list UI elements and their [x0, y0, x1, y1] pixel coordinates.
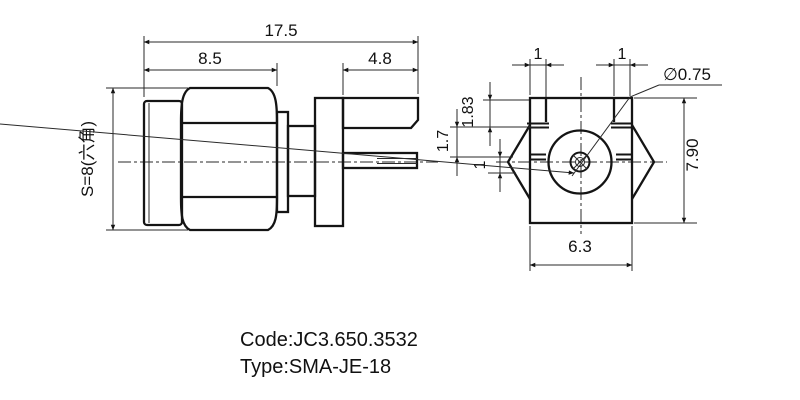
dim-label-leg-length: 4.8: [368, 49, 392, 68]
dim-label-slot-gap: 1.7: [435, 130, 452, 152]
end-view: 1 1 ∅0.75 1.83 1.7 1: [0, 46, 722, 271]
interface-circle: [547, 129, 613, 195]
hex-nut: [179, 86, 279, 232]
pin-inner-circle: [575, 157, 585, 167]
dim-label-right-tab: 1: [618, 46, 627, 63]
dim-label-body-height: 7.90: [683, 138, 702, 171]
dim-label-hex-size: S=8(六角): [78, 121, 97, 197]
dim-label-body-width: 6.3: [568, 237, 592, 256]
hex-point-left: [506, 124, 531, 200]
neck-section: [286, 124, 317, 198]
center-pin: [341, 151, 419, 170]
part-type: Type:SMA-JE-18: [240, 356, 391, 378]
dim-label-left-tab: 1: [534, 46, 543, 63]
pin-outer-circle: [569, 151, 591, 173]
leader-line: [571, 84, 660, 177]
dim-label-overall-length: 17.5: [264, 21, 297, 40]
side-view: 17.5 8.5 4.8 S=8(六角): [78, 21, 438, 232]
dim-label-pin-diameter: ∅0.75: [663, 65, 711, 84]
interface-barrel: [142, 99, 184, 227]
dim-label-tab-depth: 1.83: [460, 96, 477, 127]
pin-cross-line: [572, 154, 588, 170]
hex-point-right: [631, 124, 656, 200]
part-code: Code:JC3.650.3532: [240, 329, 418, 351]
ground-leg: [341, 96, 420, 130]
dim-label-body-length: 8.5: [198, 49, 222, 68]
dim-label-slot-width: 1: [472, 160, 489, 169]
title-block: Code:JC3.650.3532 Type:SMA-JE-18: [240, 329, 418, 378]
leader-arrow: [0, 123, 575, 175]
